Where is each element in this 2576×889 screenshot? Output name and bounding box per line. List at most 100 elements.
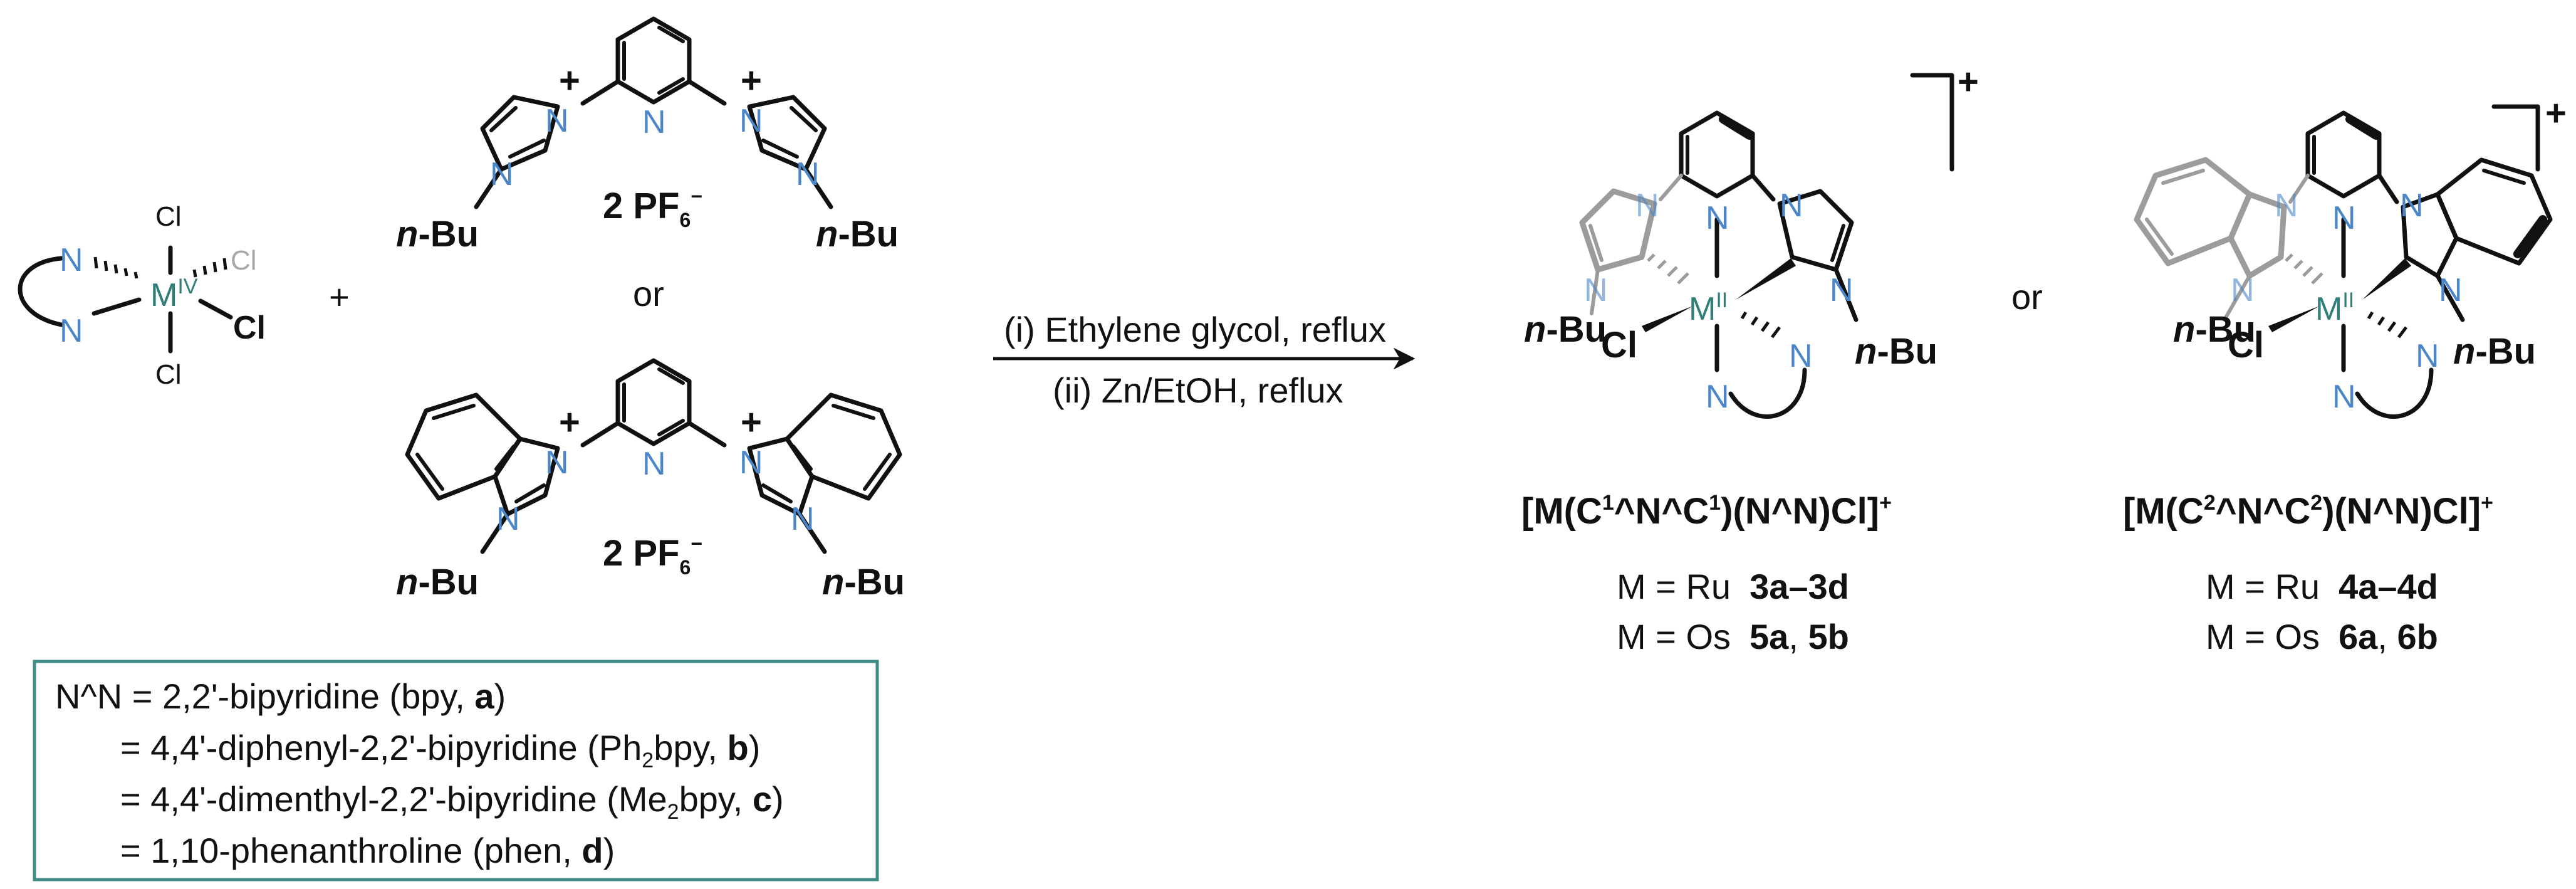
n-butyl-label: n-Bu	[1524, 309, 1607, 350]
hashed-bond	[192, 258, 227, 278]
nitrogen-label: N	[1830, 272, 1854, 308]
complex-1-formula: [M(C1^N^C1)(N^N)Cl]+	[1521, 491, 1892, 532]
legend-row-me2bpy: = 4,4'-dimenthyl-2,2'-bipyridine (Me2bpy…	[120, 779, 784, 824]
charge-label: +	[1958, 61, 1979, 102]
wedge-bond	[1736, 258, 1796, 300]
nitrogen-label: N	[1789, 338, 1813, 374]
nitrogen-label: N	[2332, 200, 2356, 236]
chloride-label: Cl	[1601, 325, 1637, 366]
nitrogen-label: N	[642, 104, 666, 140]
n-butyl-label: n-Bu	[2453, 331, 2536, 372]
chloride-label: Cl	[231, 245, 257, 276]
nitrogen-label: N	[791, 501, 815, 537]
metal-label: MII	[1689, 288, 1728, 327]
ligand-legend: N^N = 2,2'-bipyridine (bpy, a) = 4,4'-di…	[33, 660, 879, 881]
imidazolylidene-ring	[2228, 191, 2287, 279]
charge-label: +	[741, 60, 762, 101]
n-butyl-label: n-Bu	[396, 214, 479, 255]
nitrogen-label: N	[1780, 187, 1803, 224]
nitrogen-label: N	[545, 103, 569, 139]
legend-row-phen: = 1,10-phenanthroline (phen, d)	[120, 831, 615, 870]
nitrogen-label: N	[60, 242, 83, 278]
chloride-label: Cl	[155, 359, 182, 390]
hashed-bond	[2367, 311, 2407, 339]
metal-label: MII	[2315, 288, 2354, 327]
n-butyl-label: n-Bu	[816, 214, 899, 255]
imidazolium-ring	[747, 436, 815, 517]
legend-row-ph2bpy: = 4,4'-diphenyl-2,2'-bipyridine (Ph2bpy,…	[120, 728, 760, 772]
counterion-label: 2 PF6−	[603, 532, 702, 579]
n-butyl-label: n-Bu	[822, 562, 905, 602]
or-label: or	[2011, 277, 2043, 317]
imidazolium-ring	[480, 95, 560, 172]
benzene-ring	[785, 392, 902, 501]
nitrogen-label: N	[60, 313, 83, 349]
nitrogen-label: N	[739, 444, 763, 481]
wedge-bond	[1642, 306, 1693, 332]
ligand-bis-imidazolium: N N N N N + + n-Bu n-Bu 2 PF6−	[396, 16, 899, 255]
or-label: or	[633, 274, 664, 313]
product-c2nc2-complex: N N N N N N N MII Cl n-Bu n-Bu +	[2134, 93, 2567, 419]
wedge-bond	[2268, 306, 2320, 332]
nitrogen-label: N	[2400, 187, 2424, 224]
condition-step-1: (i) Ethylene glycol, reflux	[1004, 310, 1386, 349]
bond	[198, 298, 233, 320]
chelate-arc	[2355, 367, 2434, 419]
chelate-arc	[18, 256, 64, 327]
benzene-ring	[2134, 157, 2253, 266]
n-butyl-label: n-Bu	[396, 562, 479, 602]
imidazolium-ring	[747, 95, 827, 172]
nitrogen-label: N	[2275, 187, 2298, 224]
complex-bracket	[2491, 104, 2540, 172]
imidazolylidene-ring	[1777, 189, 1854, 272]
imidazolylidene-ring	[1579, 188, 1657, 273]
nitrogen-label: N	[490, 156, 514, 192]
nitrogen-label: N	[2231, 272, 2255, 308]
nitrogen-label: N	[2416, 338, 2439, 374]
pyridine-ring	[1679, 110, 1755, 199]
hashed-bond	[1740, 311, 1781, 339]
charge-label: +	[559, 402, 580, 443]
bond	[91, 297, 142, 316]
nitrogen-label: N	[642, 446, 666, 482]
hashed-bond	[1647, 253, 1689, 285]
complex-bracket	[1910, 73, 1954, 172]
legend-row-bpy: N^N = 2,2'-bipyridine (bpy, a)	[55, 676, 506, 716]
nitrogen-label: N	[2332, 379, 2356, 415]
legend-box	[33, 660, 879, 881]
metal-iv-precursor: N N Cl Cl Cl Cl MIV	[18, 201, 266, 390]
metal-label: MIV	[150, 275, 198, 313]
hashed-bond	[93, 256, 138, 279]
plus-sign: +	[329, 277, 350, 317]
pyridine-ring	[2305, 110, 2382, 199]
wedge-bond	[2362, 258, 2411, 300]
nitrogen-label: N	[796, 156, 820, 192]
chloride-label: Cl	[155, 201, 182, 232]
ligand-bis-benzimidazolium: N N N N N + + n-Bu n-Bu 2 PF6−	[396, 358, 905, 602]
nitrogen-label: N	[1635, 187, 1659, 224]
n-butyl-label: n-Bu	[1855, 331, 1937, 372]
counterion-label: 2 PF6−	[603, 185, 702, 231]
pyridine-ring	[615, 16, 692, 105]
charge-label: +	[2545, 93, 2567, 134]
complex-2-formula: [M(C2^N^C2)(N^N)Cl]+	[2123, 491, 2493, 532]
chloride-label: Cl	[2228, 325, 2264, 366]
benzene-ring	[2435, 157, 2553, 266]
chelate-arc	[1728, 367, 1807, 419]
nitrogen-label: N	[1706, 379, 1729, 415]
nitrogen-label: N	[545, 444, 569, 481]
nitrogen-label: N	[2439, 272, 2463, 308]
hashed-bond	[2285, 253, 2323, 285]
imidazolium-ring	[493, 436, 560, 517]
nitrogen-label: N	[1584, 272, 1608, 308]
imidazolylidene-ring	[2401, 192, 2459, 278]
product-c1nc1-complex: N N N N N N N MII Cl n-Bu n-Bu +	[1524, 61, 1979, 419]
nitrogen-label: N	[496, 501, 520, 537]
chloride-label: Cl	[233, 310, 266, 346]
